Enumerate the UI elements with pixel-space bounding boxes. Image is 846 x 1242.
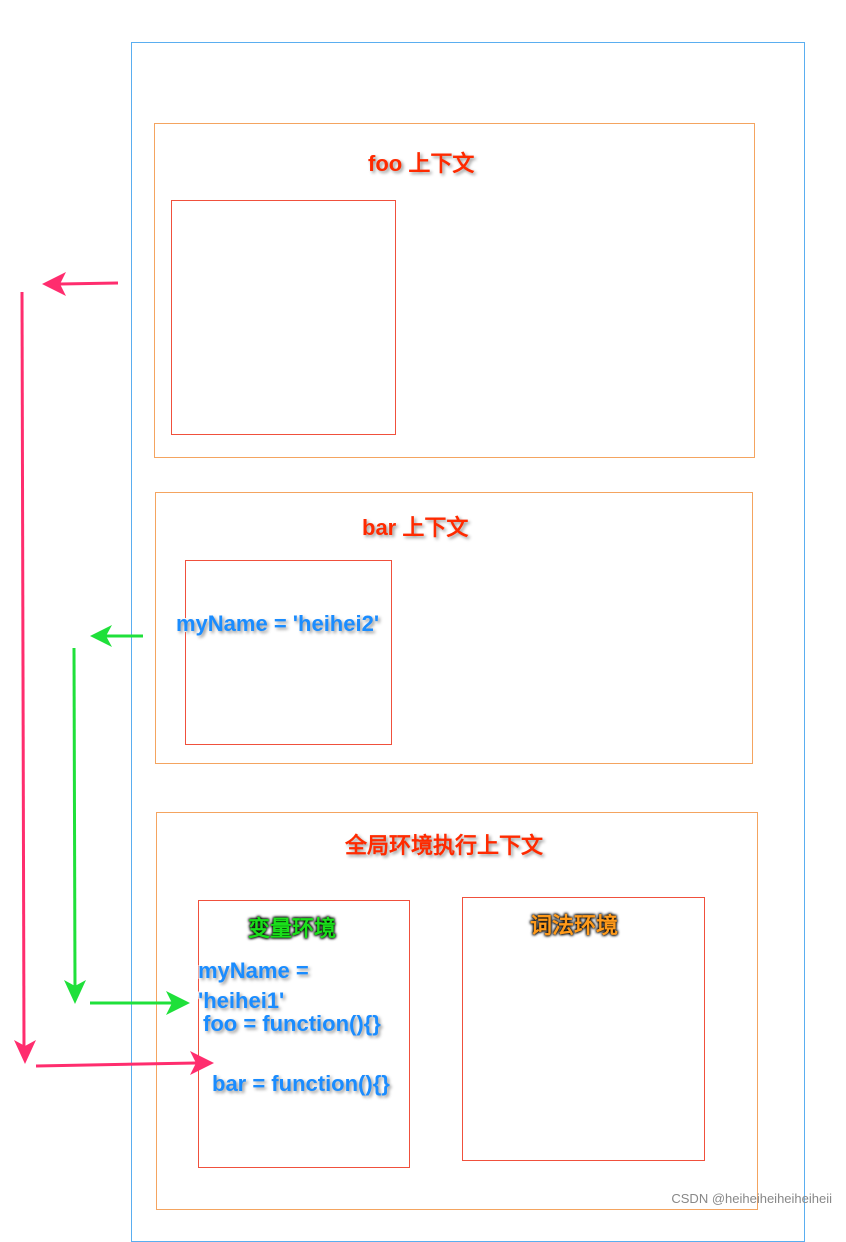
watermark: CSDN @heiheiheiheiheiheii: [671, 1191, 832, 1206]
green-arrow-down-head: [64, 980, 86, 1004]
bar-context: [155, 492, 753, 764]
global-context-title: 全局环境执行上下文: [345, 833, 544, 858]
bar-myname-assignment: myName = 'heihei2': [176, 611, 380, 636]
bar-context-title: bar 上下文: [362, 515, 469, 540]
green-arrow-bar-head: [90, 625, 112, 647]
lexical-env-box: [462, 897, 705, 1161]
pink-arrow-foo-head: [42, 272, 66, 296]
variable-env-title: 变量环境: [248, 916, 337, 941]
foo-env-box: [171, 200, 396, 435]
pink-arrow-down-head: [14, 1040, 36, 1064]
global-context: [156, 812, 758, 1210]
foo-context-title: foo 上下文: [368, 151, 475, 176]
var-line: myName =: [198, 958, 309, 983]
var-line: bar = function(){}: [212, 1071, 390, 1096]
arrows: [14, 272, 214, 1075]
bar-env-box: [185, 560, 392, 745]
foo-context: [154, 123, 755, 458]
pink-arrow-foo-shaft: [59, 281, 119, 286]
green-arrow-myname-head: [166, 991, 190, 1015]
green-arrow-down-shaft: [72, 647, 77, 989]
var-line: 'heihei1': [198, 988, 285, 1013]
var-line: foo = function(){}: [203, 1011, 381, 1036]
variable-env-box: [198, 900, 410, 1168]
pink-arrow-bar-shaft: [35, 1061, 197, 1068]
lexical-env-title: 词法环境: [530, 913, 619, 938]
pink-arrow-bar-head: [190, 1051, 214, 1075]
pink-arrow-down-shaft: [20, 291, 26, 1051]
